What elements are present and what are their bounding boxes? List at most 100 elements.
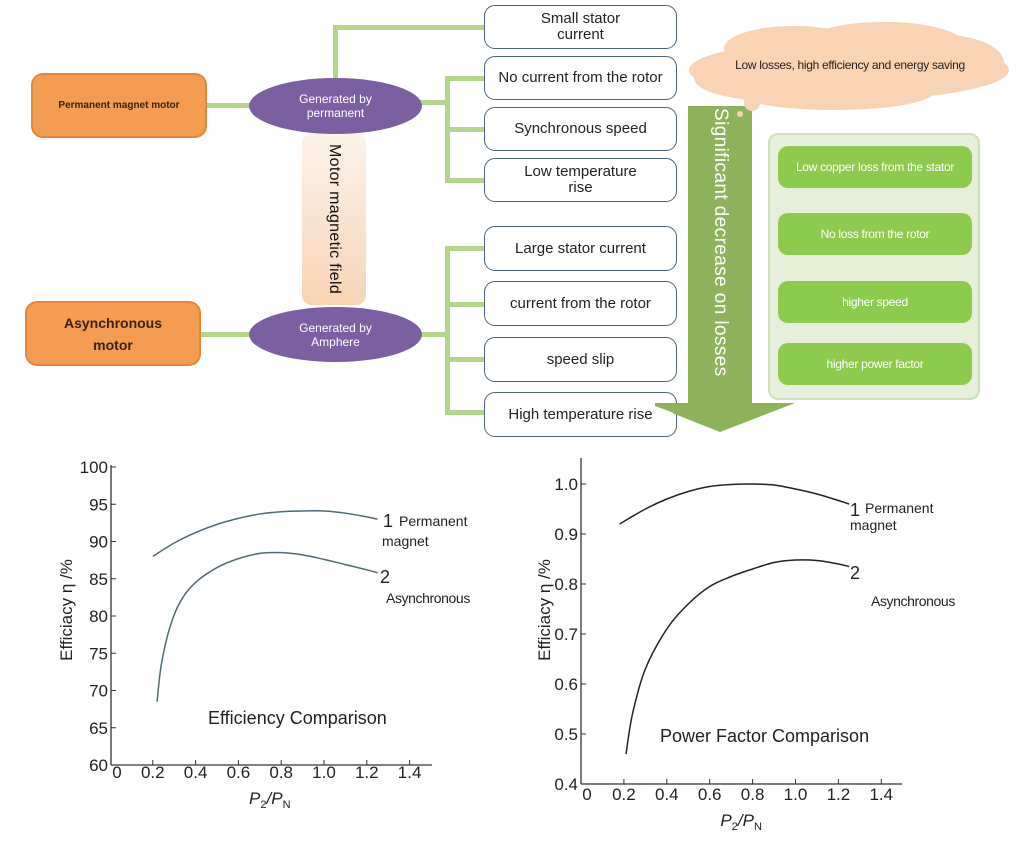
benefit-label: Low copper loss from the stator (795, 160, 955, 174)
y-tick-label: 70 (89, 682, 108, 701)
connector-async-branch-1 (445, 246, 485, 251)
y-tick-label: 90 (89, 533, 108, 552)
x-tick-label: 0.2 (141, 763, 165, 782)
pm-feature-label: Small stator current (540, 10, 621, 43)
async-feature-label: High temperature rise (508, 405, 653, 423)
async-feature-label: Large stator current (515, 239, 646, 257)
connector-async-branch-3 (445, 357, 485, 362)
y-axis-label: Efficiacy η /% (535, 559, 554, 661)
y-tick-label: 100 (80, 458, 108, 477)
y-tick-label: 95 (89, 495, 108, 514)
benefit-label: higher speed (842, 295, 908, 309)
x-tick-label: 1.0 (312, 763, 336, 782)
async-feature-label: current from the rotor (510, 294, 651, 312)
x-tick-label: 0.6 (698, 785, 722, 804)
source-ampere-label: Generated by Amphere (299, 320, 372, 349)
x-tick-label: 1.4 (398, 763, 422, 782)
y-tick-label: 75 (89, 644, 108, 663)
chart-title: Power Factor Comparison (660, 726, 869, 746)
connector-async-motor-to-source (199, 332, 251, 337)
series-name-label: Permanent (865, 500, 934, 516)
y-axis-label: Efficiacy η /% (57, 559, 76, 661)
pm-feature-box: No current from the rotor (484, 56, 677, 100)
x-tick-label: 0.2 (612, 785, 636, 804)
benefit-item: Low copper loss from the stator (778, 146, 972, 188)
pm-feature-box: Low temperature rise (484, 158, 677, 202)
cloud-bubble (689, 22, 1009, 117)
benefit-label: No loss from the rotor (820, 227, 930, 241)
decrease-arrow-label-wrap: Significant decrease on losses (688, 108, 752, 408)
benefit-item: higher power factor (778, 343, 972, 385)
y-tick-label: 80 (89, 607, 108, 626)
x-axis-label: P2/PN (249, 789, 291, 811)
connector-pm-branch-2 (445, 127, 485, 132)
motor-magnetic-field-bar: Motor magnetic field (302, 133, 366, 305)
pm-feature-label: No current from the rotor (498, 69, 663, 86)
series-marker-label: 2 (850, 563, 860, 583)
y-tick-label: 65 (89, 719, 108, 738)
series-name-label: magnet (382, 533, 429, 549)
async-feature-box: speed slip (484, 337, 677, 382)
pm-feature-label: Low temperature rise (524, 163, 637, 196)
pm-feature-box: Small stator current (484, 5, 677, 49)
benefit-item: No loss from the rotor (778, 213, 972, 255)
chart-title: Efficiency Comparison (208, 708, 387, 728)
source-ampere-ellipse: Generated by Amphere (249, 307, 422, 362)
connector-async-branch-vertical (445, 246, 450, 415)
source-permanent-label: Generated by permanent (299, 92, 372, 120)
x-tick-label: 0 (582, 785, 591, 804)
connector-async-branch-4 (445, 410, 485, 415)
x-tick-label: 1.0 (784, 785, 808, 804)
connector-pm-motor-to-source (205, 103, 253, 108)
y-tick-label: 0.8 (554, 575, 578, 594)
pm-feature-label: Synchronous speed (514, 120, 647, 137)
permanent-magnet-motor-label: Permanent magnet motor (58, 100, 180, 111)
series-name-label: magnet (850, 517, 897, 533)
series-line-permanent-magnet (619, 483, 850, 525)
decrease-arrow (655, 106, 795, 432)
y-tick-label: 60 (89, 756, 108, 775)
cloud-label-wrap: Low losses, high efficiency and energy s… (700, 56, 1000, 74)
x-tick-label: 1.2 (827, 785, 851, 804)
async-feature-box: current from the rotor (484, 281, 677, 326)
asynchronous-motor-box: Asynchronous motor (25, 301, 201, 366)
connector-pm-source-up (333, 25, 338, 80)
connector-async-source-right (414, 332, 450, 337)
y-tick-label: 0.5 (554, 725, 578, 744)
x-tick-label: 1.4 (869, 785, 893, 804)
async-feature-box: Large stator current (484, 226, 677, 271)
series-name-label: Permanent (399, 513, 468, 529)
series-name-label: Asynchronous (871, 593, 955, 609)
benefit-label: higher power factor (826, 357, 924, 371)
pm-feature-box: Synchronous speed (484, 107, 677, 151)
x-tick-label: 0 (112, 763, 121, 782)
decrease-arrow-label: Significant decrease on losses (710, 108, 731, 377)
series-marker-label: 1 (383, 511, 393, 531)
connector-async-branch-2 (445, 302, 485, 307)
y-tick-label: 85 (89, 570, 108, 589)
y-tick-label: 0.6 (554, 675, 578, 694)
x-axis-label: P2/PN (720, 811, 762, 833)
series-marker-label: 2 (380, 567, 390, 587)
cloud-label: Low losses, high efficiency and energy s… (735, 58, 965, 72)
x-tick-label: 0.4 (655, 785, 679, 804)
source-permanent-ellipse: Generated by permanent (249, 78, 422, 134)
asynchronous-motor-label: Asynchronous motor (64, 314, 163, 353)
connector-pm-branch-1 (445, 76, 485, 81)
motor-magnetic-field-label: Motor magnetic field (326, 143, 343, 295)
y-tick-label: 0.7 (554, 625, 578, 644)
benefit-item: higher speed (778, 281, 972, 323)
series-name-label: Asynchronous (386, 590, 470, 606)
y-tick-label: 0.9 (554, 525, 578, 544)
x-tick-label: 0.8 (741, 785, 765, 804)
connector-pm-branch-3 (445, 178, 485, 183)
x-tick-label: 0.8 (269, 763, 293, 782)
connector-pm-source-right (420, 100, 450, 105)
async-feature-label: speed slip (546, 350, 615, 368)
series-marker-label: 1 (850, 500, 860, 520)
x-tick-label: 0.4 (184, 763, 208, 782)
connector-pm-top-horizontal (333, 25, 485, 30)
y-tick-label: 0.4 (554, 775, 578, 794)
